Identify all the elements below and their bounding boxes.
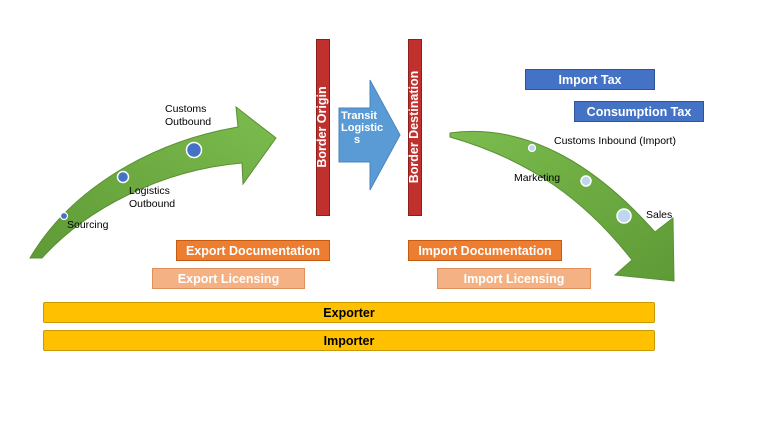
border-destination-label: Border Destination [407, 70, 421, 184]
logistics-outbound-dot [116, 170, 130, 184]
customs-outbound-dot [185, 141, 203, 159]
customs-inbound-label: Customs Inbound (Import) [554, 135, 676, 147]
border-destination-bar [408, 39, 422, 216]
export-documentation-box: Export Documentation [176, 240, 330, 261]
sourcing-label: Sourcing [67, 219, 109, 231]
sales-dot [616, 208, 632, 224]
logistics-outbound-label: Logistics Outbound [129, 185, 176, 210]
marketing-label: Marketing [514, 172, 561, 184]
import-curved-arrow [449, 131, 675, 282]
transit-label: Transit Logistic s [341, 110, 384, 146]
import-documentation-box: Import Documentation [408, 240, 562, 261]
border-origin-label: Border Origin [315, 86, 329, 168]
export-curved-arrow [29, 105, 277, 259]
customs-outbound-label: Customs Outbound [165, 103, 212, 128]
border-origin-bar [316, 39, 330, 216]
export-licensing-box: Export Licensing [152, 268, 305, 289]
marketing-dot [580, 175, 592, 187]
import-tax-box: Import Tax [525, 69, 655, 90]
customs-inbound-dot [527, 143, 537, 153]
sourcing-dot [59, 211, 69, 221]
importer-bar: Importer [43, 330, 655, 351]
consumption-tax-box: Consumption Tax [574, 101, 704, 122]
sales-label: Sales [646, 209, 673, 221]
import-licensing-box: Import Licensing [437, 268, 591, 289]
transit-arrow [338, 79, 401, 191]
exporter-bar: Exporter [43, 302, 655, 323]
